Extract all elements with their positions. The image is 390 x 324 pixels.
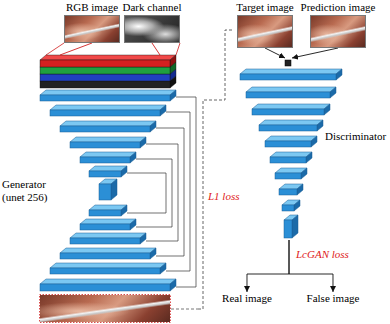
node-label: False image [306,292,361,305]
generator-layers [40,90,176,291]
output-frame [40,295,171,323]
node-label: Prediction image [301,1,376,14]
image-thumbnail [64,15,120,43]
node-label: Target image [236,1,293,14]
image-thumbnail [124,15,180,43]
connector [292,48,338,58]
dark-channel-image: Dark channel [121,1,184,43]
input-image: RGB image [64,1,120,43]
connector [247,240,289,292]
image-thumbnail [310,15,366,48]
discriminator-layers [240,60,342,238]
l1-leader [171,309,198,310]
loss-label: LcGAN loss [295,248,350,261]
input-fan-lines [46,43,180,55]
connector [152,43,160,55]
node-label: Discriminator [325,130,386,143]
discriminator-network: Discriminator [238,58,388,240]
target-image: Target image [234,1,296,48]
output-class: Real image [221,292,273,305]
node-label: Dark channel [123,1,182,14]
skip-connections [127,97,196,287]
input-channel-stack [40,55,176,88]
loss-label: L1 loss [207,190,241,203]
connector [198,30,234,309]
node-label: Generator (unet 256) [2,178,52,204]
output-class: False image [306,292,361,305]
node-label: Real image [221,292,273,305]
connector [265,48,285,58]
prediction-image: Prediction image [298,1,378,48]
generator-network: Generator (unet 256) [2,55,198,323]
image-thumbnail [237,15,293,48]
node-label: RGB image [66,1,118,14]
output-image [40,295,170,322]
connector [60,43,92,55]
